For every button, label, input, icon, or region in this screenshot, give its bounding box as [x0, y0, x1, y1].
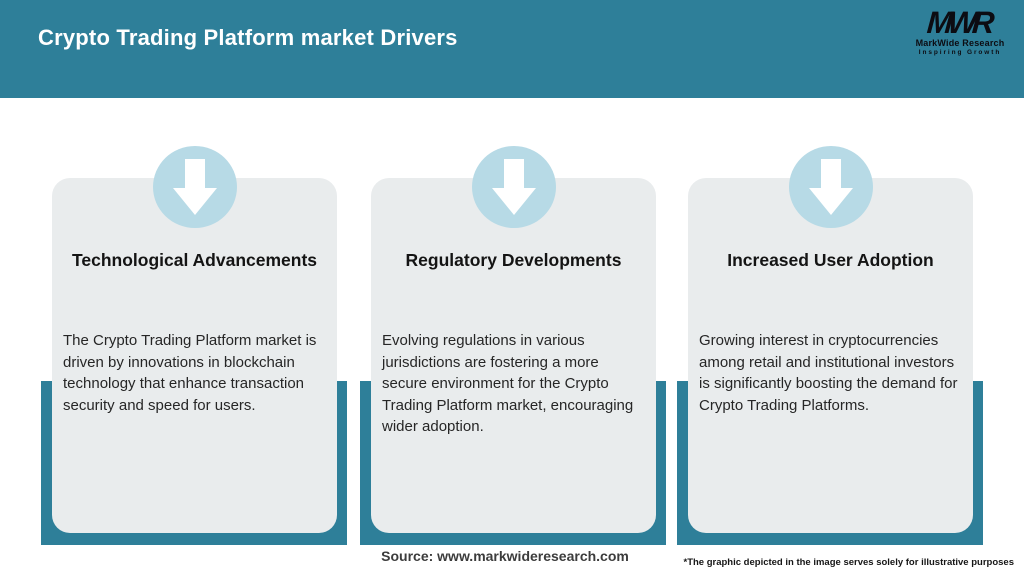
page-title: Crypto Trading Platform market Drivers — [38, 25, 458, 50]
down-arrow-icon — [472, 146, 556, 228]
driver-card-technological-advancements: Technological Advancements The Crypto Tr… — [52, 178, 337, 533]
logo-name: MarkWide Research — [915, 38, 1005, 48]
card-body: The Crypto Trading Platform market is dr… — [63, 332, 317, 414]
down-arrow-icon — [153, 146, 237, 228]
logo-monogram: MWR — [925, 5, 991, 40]
logo-tagline: Inspiring Growth — [918, 49, 1002, 56]
card-body: Evolving regulations in various jurisdic… — [382, 332, 634, 435]
driver-card-increased-user-adoption: Increased User Adoption Growing interest… — [688, 178, 973, 533]
card-title: Regulatory Developments — [405, 250, 622, 270]
card-title: Technological Advancements — [71, 250, 318, 270]
disclaimer-text: *The graphic depicted in the image serve… — [683, 557, 1015, 568]
source-text: Source: www.markwideresearch.com — [381, 548, 629, 564]
header-bar: Crypto Trading Platform market Drivers M… — [0, 0, 1024, 98]
markwide-research-logo: MWR MarkWide Research Inspiring Growth — [912, 5, 1008, 57]
card-body: Growing interest in cryptocurrencies amo… — [699, 332, 958, 414]
down-arrow-icon — [789, 146, 873, 228]
driver-card-regulatory-developments: Regulatory Developments Evolving regulat… — [371, 178, 656, 533]
card-title: Increased User Adoption — [727, 250, 934, 270]
